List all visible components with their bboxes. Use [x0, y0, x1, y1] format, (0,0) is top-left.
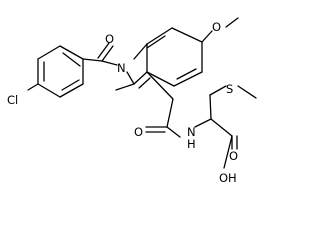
sulfur-label: S — [226, 82, 233, 96]
bond — [146, 71, 174, 100]
bond — [27, 83, 39, 91]
bond — [62, 52, 81, 67]
indole-nitrogen-label: N — [117, 61, 126, 75]
bond — [146, 71, 175, 87]
atom-labels: O N O Cl O N H S O OH — [7, 20, 238, 185]
bond — [237, 85, 257, 99]
bond — [37, 45, 61, 60]
bond — [101, 45, 114, 62]
bond — [201, 30, 213, 43]
bond — [173, 71, 203, 87]
chlorine-label: Cl — [7, 93, 18, 107]
bond — [209, 85, 227, 96]
amide-nitrogen-label: N — [187, 125, 196, 139]
bond — [133, 43, 148, 60]
bond — [97, 42, 110, 59]
bond — [223, 135, 233, 169]
methoxy-oxygen-label: O — [212, 20, 221, 34]
hydroxyl-label: OH — [219, 171, 237, 185]
bond — [210, 118, 233, 137]
bond — [82, 58, 103, 62]
bond — [146, 27, 173, 45]
bond — [138, 77, 151, 89]
carbonyl-oxygen-label: O — [105, 32, 114, 46]
amide-hydrogen-label: H — [187, 137, 196, 151]
bond — [225, 17, 239, 28]
bond — [166, 98, 174, 128]
bond — [61, 79, 80, 91]
bond — [171, 27, 203, 43]
molecule-canvas: O N O Cl O N H S O OH — [7, 17, 257, 185]
bond — [146, 35, 166, 49]
acid-oxygen-label: O — [229, 149, 238, 163]
bond — [59, 83, 84, 98]
bond — [115, 83, 135, 91]
bond — [133, 71, 148, 85]
bond — [166, 126, 181, 138]
bonds — [27, 17, 257, 169]
bond — [209, 94, 212, 120]
bond — [101, 60, 118, 66]
bond — [176, 68, 197, 80]
bond — [59, 45, 84, 60]
structure-diagram: O N O Cl O N H S O OH — [7, 17, 257, 185]
bond — [194, 118, 212, 128]
bond — [37, 83, 61, 98]
bond — [126, 71, 135, 85]
amide-oxygen-label: O — [134, 125, 143, 139]
